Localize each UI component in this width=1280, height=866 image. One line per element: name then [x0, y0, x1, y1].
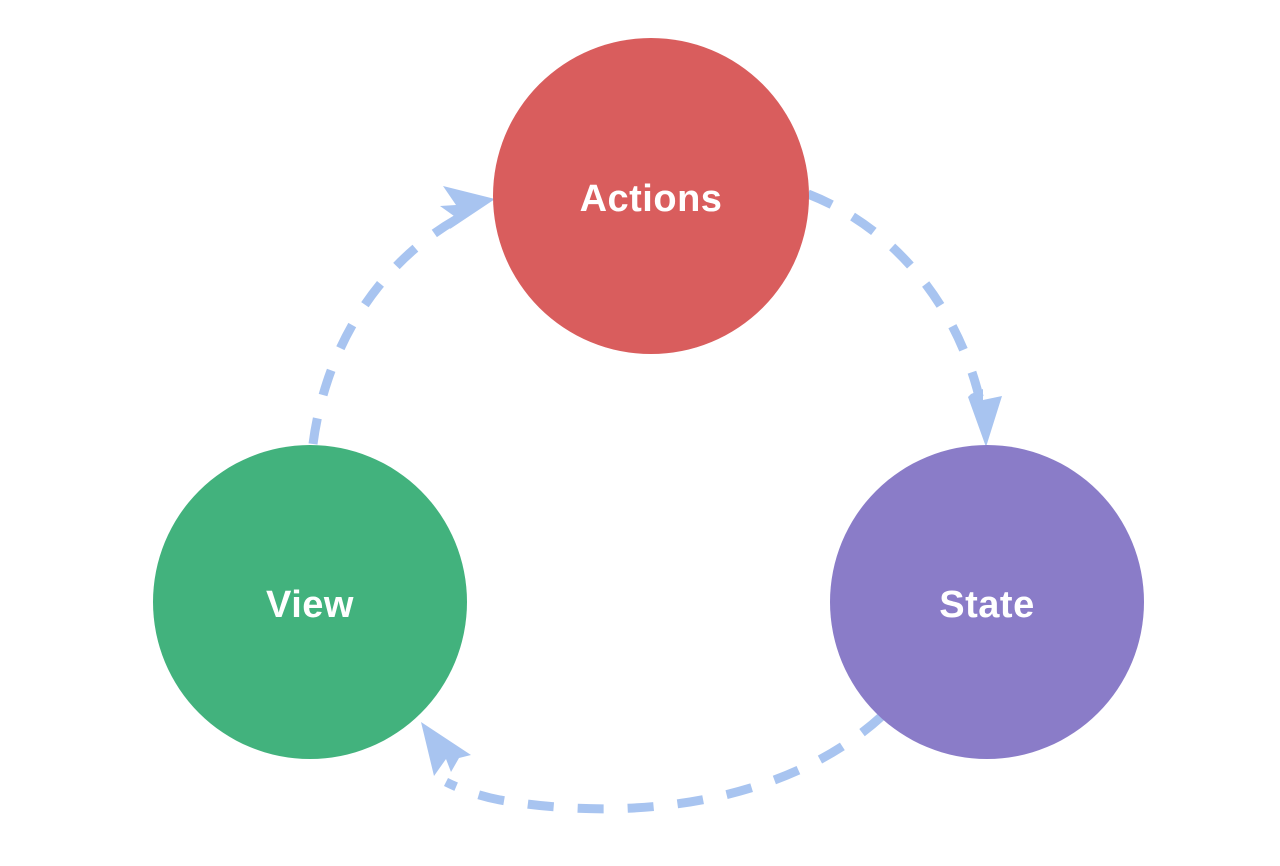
node-state[interactable]: State: [830, 445, 1144, 759]
edge-actions-to-state-arrowhead: [968, 389, 1002, 447]
edge-actions-to-state-path: [806, 189, 989, 421]
node-view-label: View: [266, 584, 354, 626]
node-view[interactable]: View: [153, 445, 467, 759]
edge-state-to-view-arrowhead: [421, 722, 471, 776]
edge-state-to-view-path: [443, 712, 886, 814]
edge-state-to-view: [421, 712, 886, 814]
edge-view-to-actions-path: [308, 207, 473, 445]
node-actions-label: Actions: [580, 178, 723, 220]
node-view-circle[interactable]: [153, 445, 467, 759]
node-actions[interactable]: Actions: [493, 38, 809, 354]
edge-view-to-actions-arrowhead: [440, 186, 495, 229]
connector-layer: [308, 186, 1002, 814]
node-state-label: State: [939, 584, 1034, 626]
node-state-circle[interactable]: [830, 445, 1144, 759]
edge-actions-to-state: [806, 189, 1002, 447]
edge-view-to-actions: [308, 186, 495, 445]
node-actions-circle[interactable]: [493, 38, 809, 354]
